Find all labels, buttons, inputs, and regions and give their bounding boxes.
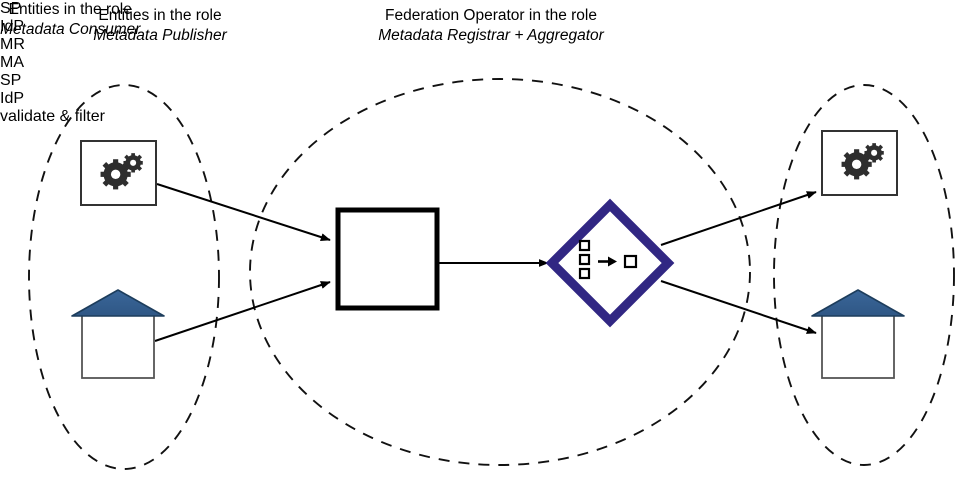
node-mr[interactable] [335,207,440,311]
edge-idp-publisher-to-mr [154,281,331,342]
node-sp-consumer[interactable] [821,130,898,196]
header-publisher-line2: Metadata Publisher [93,26,227,44]
consumer-group-outline [773,84,955,466]
idp-consumer-roof-icon [811,289,905,317]
gears-icon [841,143,884,180]
node-sp-publisher[interactable] [80,140,157,206]
node-idp-consumer[interactable] [811,289,905,379]
header-operator-line1: Federation Operator in the role [385,7,597,24]
idp-publisher-roof-icon [71,289,165,317]
edge-ma-to-idp-consumer [660,280,817,334]
header-consumer-line1: Entities in the role [8,1,132,18]
idp-publisher-body [81,313,155,379]
mr-text-line1: validate [0,108,56,125]
header-consumer: Entities in the role Metadata Consumer [0,0,140,40]
aggregate-diamond-icon [578,239,638,280]
label-idp-consumer: IdP [0,90,25,107]
label-ma: MA [0,54,24,71]
label-mr: MR [0,36,25,53]
edge-sp-publisher-to-mr [156,183,331,241]
idp-consumer-body [821,313,895,379]
label-sp-consumer: SP [0,72,22,89]
edges-layer [154,183,817,342]
publisher-group-outline [28,84,220,470]
label-idp-publisher: IdP [0,18,25,35]
header-operator-line2: Metadata Registrar + Aggregator [378,26,604,44]
mr-box-text: validate & filter [0,108,972,126]
mr-box [335,207,440,311]
node-ma[interactable] [545,198,675,328]
header-operator: Federation Operator in the role Metadata… [326,6,656,46]
header-consumer-line2: Metadata Consumer [0,20,141,38]
right-arrow-icon [598,256,617,267]
gears-icon [100,153,143,190]
mr-text-line2: & filter [59,108,105,125]
node-idp-publisher[interactable] [71,289,165,379]
label-sp-publisher: SP [0,0,22,17]
edge-ma-to-sp-consumer [660,191,817,246]
header-publisher-line1: Entities in the role [98,7,222,24]
header-publisher: Entities in the role Metadata Publisher [0,6,320,46]
operator-group-outline [249,78,751,466]
